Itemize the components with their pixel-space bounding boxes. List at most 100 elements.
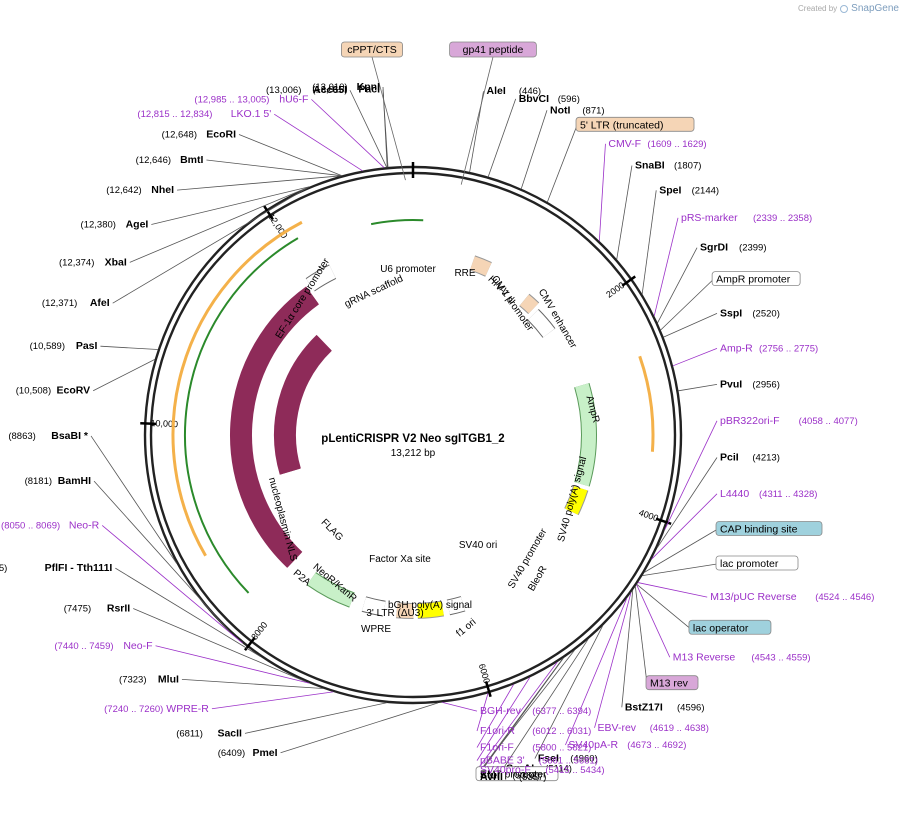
top-feature-box [449,41,537,58]
cas9-inner-arc [231,287,319,568]
leader-line [644,529,718,573]
leader-line [534,625,604,759]
top-feature-box [340,41,403,58]
leader-line [664,420,718,530]
site-name: BbvCI [519,93,549,105]
site-position: (4524 .. 4546) [815,592,874,603]
inner-label: WPRE [361,624,391,635]
site-name: AmpR promoter [716,274,791,286]
site-position: (13,006) [266,85,301,96]
leader-line [93,480,231,633]
leader-line [672,347,718,367]
site-name: PciI [720,451,739,463]
site-position: (4543 .. 4559) [751,652,810,663]
site-position: (6811) [176,728,203,739]
ruler-label: 10,000 [150,418,178,429]
leader-line [636,584,671,658]
site-name: BstZ17I [625,701,663,713]
site-name: SnaBI [635,160,665,172]
site-position: (446) [519,86,541,97]
leader-line [382,89,389,168]
site-name: lac operator [693,622,749,634]
site-position: (13,016) [312,85,347,96]
leader-line [101,525,243,644]
leader-line [476,684,514,748]
site-position: (1807) [674,161,701,172]
site-name: EcoRV [56,385,90,397]
site-name: M13/pUC Reverse [710,591,797,603]
site-position: (8863) [8,431,35,442]
site-name: hU6-F [279,93,308,105]
site-position: (5415 .. 5434) [545,765,604,776]
leader-line [598,143,606,242]
site-position: (12,648) [162,130,197,141]
green-outer-arc [184,237,299,594]
snapgene-brand: Created by SnapGene [798,3,899,14]
site-position: (7475) [64,603,91,614]
site-position: (10,508) [16,386,51,397]
site-name: NheI [151,184,174,196]
leader-line [129,186,309,263]
site-name: BGH-rev [480,705,522,717]
leader-line [547,125,578,203]
site-position: (12,374) [59,257,94,268]
site-name: WPRE-R [166,703,209,715]
leader-line [642,563,718,577]
site-position: (13,010) [312,82,347,93]
leader-line [657,247,698,324]
leader-line [616,165,633,260]
site-position: (6012 .. 6031) [532,726,591,737]
site-position: (4596) [677,702,704,713]
site-name: EBV-rev [598,722,637,734]
ruler-tick [655,517,672,526]
site-name: StuI [480,769,500,781]
neor-arc [307,572,355,607]
site-labels: AleI(446)BbvCI(596)NotI(871)5' LTR (trun… [0,41,874,783]
ruler-label: 4000 [638,507,660,523]
top-feature-label: cPPT/CTS [347,44,397,56]
leader-line [112,186,309,304]
site-position: (7323) [119,674,146,685]
leader-line [487,98,517,177]
site-name: Neo-F [123,640,152,652]
leader-line [280,702,439,754]
inner-label: RRE [454,268,475,279]
feature-box [645,675,699,691]
site-name: RsrII [107,602,130,614]
leader-line [476,677,531,761]
ruler-label: 8000 [249,620,269,642]
site-name: KpnI [357,81,380,93]
site-position: (4673 .. 4692) [627,740,686,751]
site-position: (12,985 .. 13,005) [194,94,269,105]
cas9-outer-arc [275,335,332,475]
site-position: (6377 .. 6394) [532,706,591,717]
site-position: (4960) [570,754,597,765]
site-name: SV40pro-F [480,764,531,776]
site-name: Neo-R [69,519,100,531]
site-name: pRS-marker [681,212,738,224]
site-position: (8181) [25,476,52,487]
leader-line [206,159,342,177]
inner-label: FLAG [319,517,345,543]
leader-line [660,279,714,331]
inner-label: SV40 promoter [506,526,549,590]
site-position: (5357) [519,772,546,783]
site-position: (1609 .. 1629) [647,139,706,150]
leader-line [636,583,691,629]
wpre-arc [361,597,386,616]
orange-right-arc [638,355,655,452]
cmv-enhancer-arc [528,309,555,338]
site-position: (10,589) [30,341,65,352]
leader-line [274,113,363,172]
leader-line [656,457,718,549]
created-by-text: Created by [798,4,838,13]
feature-arcs [171,219,655,619]
leader-line [133,608,306,682]
top-feature-label: gp41 peptide [463,44,524,56]
site-position: (12,380) [81,219,116,230]
site-position: (12,642) [106,185,141,196]
leader-line [476,658,564,776]
ampr-arc [575,383,596,487]
leader-line [244,702,387,734]
